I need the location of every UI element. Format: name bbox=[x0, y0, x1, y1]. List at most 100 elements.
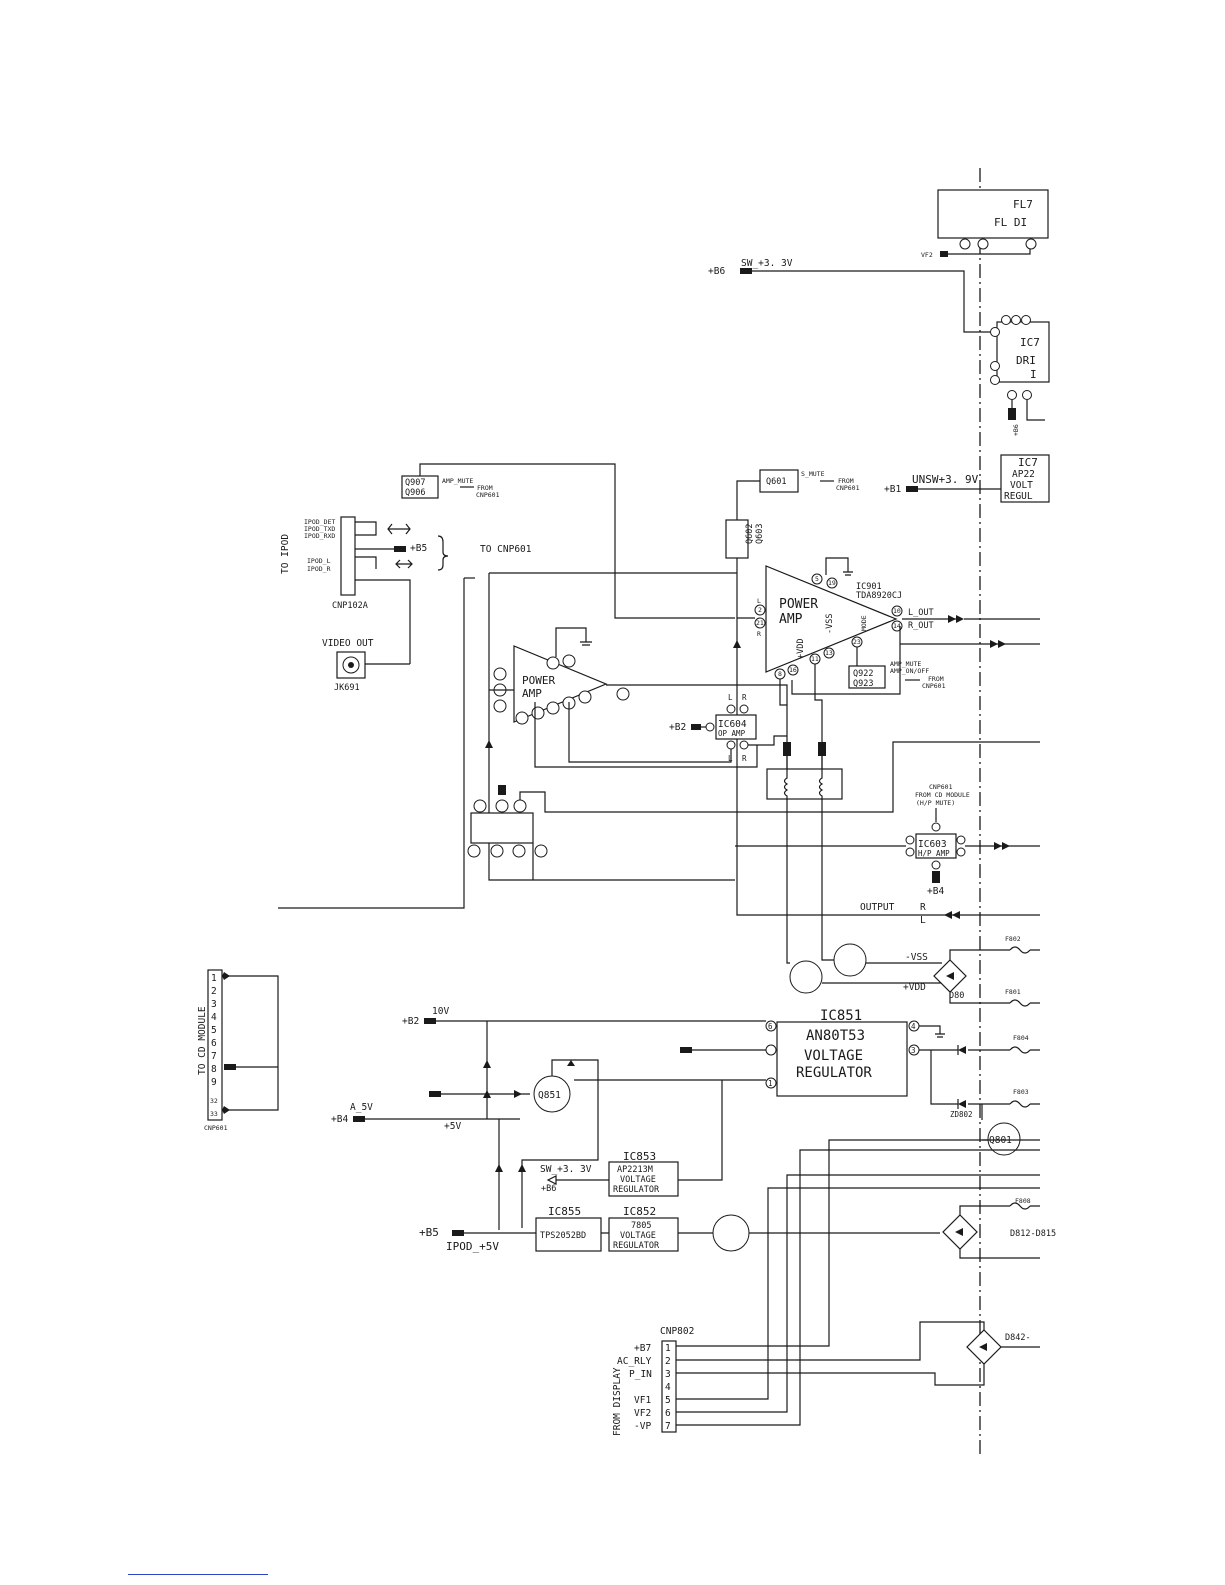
cnp802-pin-1: 1 bbox=[665, 1343, 671, 1354]
driver-ic-block: IC7 DRI I +B6 bbox=[990, 315, 1050, 436]
ic603-b4-label: +B4 bbox=[927, 886, 944, 897]
power-amp-secondary: POWER AMP bbox=[489, 627, 788, 725]
reg-b5-label: +B5 bbox=[419, 1226, 439, 1239]
ic853-voltage: VOLTAGE bbox=[620, 1175, 656, 1185]
ipod-l-label: IPOD_L bbox=[307, 557, 331, 565]
a5v-label: A_5V bbox=[350, 1102, 373, 1113]
ic604-l-top: L bbox=[728, 693, 733, 702]
reg-b6-label: +B6 bbox=[541, 1184, 556, 1194]
10v-label: 10V bbox=[432, 1006, 449, 1017]
driver-label-3: I bbox=[1030, 368, 1037, 381]
vss-label: -VSS bbox=[825, 614, 835, 634]
ic604-label: IC604 bbox=[718, 719, 747, 730]
fl-label-2: FL DI bbox=[994, 216, 1027, 229]
d80-label: D80 bbox=[949, 991, 964, 1001]
7805-label: 7805 bbox=[631, 1221, 651, 1231]
video-out: VIDEO OUT JK691 bbox=[322, 638, 410, 693]
from-cd-label: FROM CD MODULE bbox=[915, 791, 970, 799]
cnp601-bottom-label: CNP601 bbox=[204, 1124, 228, 1132]
ic851-label: IC851 bbox=[820, 1008, 862, 1024]
filter-coil-block bbox=[766, 742, 843, 800]
ic852-label: IC852 bbox=[623, 1205, 656, 1218]
tda-label: TDA8920CJ bbox=[856, 591, 902, 601]
sw33-label: SW_+3. 3V bbox=[741, 258, 793, 269]
reg-regul-label: REGUL bbox=[1004, 491, 1033, 502]
from-label-3: FROM bbox=[928, 675, 944, 683]
bridge-rectifiers: D812-D815 F808 D842- bbox=[676, 1139, 1056, 1426]
fuse-f802: F802 bbox=[1005, 935, 1021, 943]
cnp802-sig-5: VF1 bbox=[634, 1395, 651, 1406]
relay-ic-block bbox=[467, 740, 1040, 880]
ipod-rxd-label: IPOD_RXD bbox=[304, 532, 335, 540]
vdd-supply-label: +VDD bbox=[903, 982, 926, 993]
from-label-2: FROM bbox=[838, 477, 854, 485]
b6-rail: +B6 SW_+3. 3V bbox=[708, 258, 990, 333]
ic604-r-bottom: R bbox=[742, 754, 747, 763]
pa-label-2: AMP bbox=[779, 612, 803, 627]
unsw-regulator: IC7 AP22 VOLT REGUL UNSW+3. 9V +B1 bbox=[884, 454, 1050, 503]
vdd-label: +VDD bbox=[796, 639, 806, 659]
ipod-txd-label: IPOD_TXD bbox=[304, 525, 335, 533]
cnp802-sig-2: AC_RLY bbox=[617, 1356, 652, 1367]
cnp802-pin-5: 5 bbox=[665, 1395, 671, 1406]
cd-pin-32: 32 bbox=[210, 1097, 218, 1105]
jk691-label: JK691 bbox=[334, 683, 360, 693]
pa-pin-2: 2 bbox=[758, 606, 762, 614]
to-cd-module-label: TO CD MODULE bbox=[197, 1006, 208, 1075]
q923-label: Q923 bbox=[853, 679, 873, 689]
d842-label: D842- bbox=[1005, 1333, 1031, 1343]
fl-label: FL7 bbox=[1013, 198, 1033, 211]
q851-label: Q851 bbox=[538, 1090, 561, 1101]
ic851-pin6: 6 bbox=[768, 1022, 773, 1031]
q922-block: Q922 Q923 AMP_MUTE AMP_ON/OFF FROM CNP60… bbox=[848, 647, 946, 690]
reg-volt-label: VOLT bbox=[1010, 480, 1033, 491]
video-out-label: VIDEO OUT bbox=[322, 638, 374, 649]
reg-b2-label: +B2 bbox=[402, 1016, 419, 1027]
d812-label: D812-D815 bbox=[1010, 1229, 1056, 1239]
cnp601-label: CNP601 bbox=[476, 491, 500, 499]
ic851-pin1: 1 bbox=[768, 1079, 773, 1088]
amp-mute-label: AMP_MUTE bbox=[442, 477, 473, 485]
cd-pin-9: 9 bbox=[211, 1077, 217, 1088]
from-label: FROM bbox=[477, 484, 493, 492]
output-r-label: R bbox=[920, 902, 926, 913]
cnp102a-label: CNP102A bbox=[332, 601, 368, 611]
fuse-f804: F804 bbox=[1013, 1034, 1029, 1042]
from-display-label: FROM DISPLAY bbox=[612, 1367, 623, 1436]
ic901-label: IC901 bbox=[856, 582, 882, 592]
q601-block: Q601 S_MUTE FROM CNP601 Q602 Q603 bbox=[725, 469, 860, 559]
pa-pin-l: L bbox=[757, 597, 761, 605]
cnp802-sig-3: P_IN bbox=[629, 1369, 652, 1380]
ic851-pin4: 4 bbox=[911, 1022, 916, 1031]
ic603-hp-amp: CNP601 FROM CD MODULE (H/P MUTE) IC603 H… bbox=[735, 783, 1040, 897]
pa2-label-1: POWER bbox=[522, 674, 555, 687]
pa2-label-2: AMP bbox=[522, 687, 542, 700]
ic852-regulator: REGULATOR bbox=[613, 1241, 660, 1251]
fuse-f808: F808 bbox=[1015, 1197, 1031, 1205]
cnp802-sig-7: -VP bbox=[634, 1421, 651, 1432]
cd-pin-6: 6 bbox=[211, 1038, 217, 1049]
q601-label: Q601 bbox=[766, 477, 786, 487]
to-cnp601-label: TO CNP601 bbox=[480, 544, 532, 555]
pa-pin-11: 11 bbox=[811, 655, 819, 663]
ipod-connector: TO IPOD IPOD_DET IPOD_TXD IPOD_RXD IPOD_… bbox=[280, 516, 532, 664]
ic603-label: IC603 bbox=[918, 839, 947, 850]
hp-mute-label: (H/P MUTE) bbox=[916, 799, 955, 807]
output-label: OUTPUT bbox=[860, 902, 895, 913]
cnp802-pin-6: 6 bbox=[665, 1408, 671, 1419]
b6-label: +B6 bbox=[708, 266, 725, 277]
ipod5v-label: IPOD_+5V bbox=[446, 1240, 499, 1253]
q602-label: Q602 bbox=[745, 524, 755, 544]
cnp802-sig-6: VF2 bbox=[634, 1408, 651, 1419]
q907-block: Q907 Q906 AMP_MUTE FROM CNP601 bbox=[401, 463, 735, 619]
l-out-label: L_OUT bbox=[908, 608, 934, 618]
fuse-f803: F803 bbox=[1013, 1088, 1029, 1096]
cnp601-label-2: CNP601 bbox=[836, 484, 860, 492]
an80t53-label: AN80T53 bbox=[806, 1028, 865, 1044]
unsw-label: UNSW+3. 9V bbox=[912, 473, 979, 486]
ipod-b5-label: +B5 bbox=[410, 543, 427, 554]
regulator-cluster: 10V +B2 Q851 A_5V +B4 +5V IC853 AP2213M … bbox=[331, 1006, 940, 1253]
to-ipod-label: TO IPOD bbox=[280, 534, 291, 574]
ic851-regulator: IC851 AN80T53 VOLTAGE REGULATOR 6 4 3 1 … bbox=[680, 1008, 1040, 1156]
ipod-r-label: IPOD_R bbox=[307, 565, 331, 573]
